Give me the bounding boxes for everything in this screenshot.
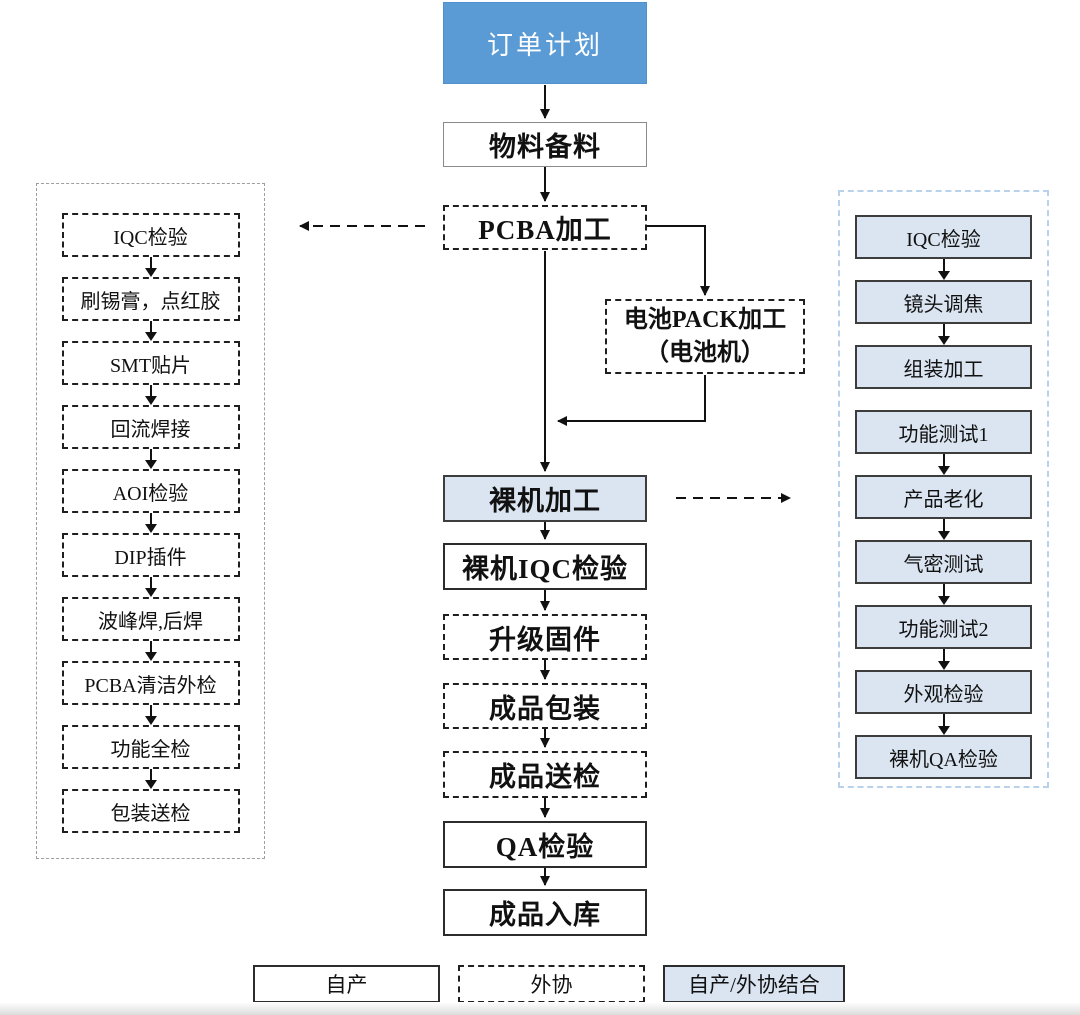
panel-left-step: SMT贴片 — [61, 341, 240, 385]
node-packaging: 成品包装 — [443, 683, 647, 729]
down-arrow-icon — [141, 513, 161, 533]
node-send-inspect: 成品送检 — [443, 751, 647, 798]
node-material-prep: 物料备料 — [443, 122, 647, 167]
panel-left-step: 包装送检 — [61, 789, 240, 833]
panel-left-step: IQC检验 — [61, 213, 240, 257]
panel-left-step: 功能全检 — [61, 725, 240, 769]
down-arrow-icon — [934, 584, 954, 605]
node-order-plan: 订单计划 — [443, 2, 647, 84]
left-outsourced-panel: IQC检验刷锡膏，点红胶 SMT贴片回流焊接 AOI检验 DIP插件波峰焊,后焊 PCB… — [36, 183, 265, 859]
step-spacer — [934, 389, 954, 410]
down-arrow-icon — [141, 449, 161, 469]
down-arrow-icon — [934, 259, 954, 280]
node-pcba-process: PCBA加工 — [443, 205, 647, 250]
panel-right-step: 组装加工 — [855, 345, 1032, 389]
arrow-pcba-to-batterypack — [646, 225, 710, 296]
legend-self-produced: 自产 — [253, 965, 440, 1003]
down-arrow-icon — [934, 519, 954, 540]
node-bare-iqc: 裸机IQC检验 — [443, 543, 647, 590]
panel-right-step: 功能测试2 — [855, 605, 1032, 649]
right-subprocess-panel: IQC检验镜头调焦组装加工功能测试1 产品老化气密测试功能测试2 外观检验裸机QA检… — [838, 190, 1049, 788]
node-warehouse: 成品入库 — [443, 889, 647, 936]
panel-left-step: DIP插件 — [61, 533, 240, 577]
panel-right-step: 功能测试1 — [855, 410, 1032, 454]
panel-right-step: 镜头调焦 — [855, 280, 1032, 324]
down-arrow-icon — [141, 321, 161, 341]
panel-right-step: 气密测试 — [855, 540, 1032, 584]
down-arrow-icon — [141, 577, 161, 597]
down-arrow-icon — [934, 324, 954, 345]
down-arrow-icon — [934, 714, 954, 735]
bottom-edge-strip — [0, 1002, 1080, 1015]
battery-pack-line1: 电池PACK加工 — [623, 307, 787, 334]
panel-right-step: 外观检验 — [855, 670, 1032, 714]
down-arrow-icon — [141, 641, 161, 661]
panel-left-step: 刷锡膏，点红胶 — [61, 277, 240, 321]
battery-pack-line2: （电池机） — [645, 339, 765, 366]
panel-left-step: 波峰焊,后焊 — [61, 597, 240, 641]
node-battery-pack: 电池PACK加工 （电池机） — [605, 299, 805, 374]
node-qa-inspect: QA检验 — [443, 821, 647, 868]
down-arrow-icon — [141, 705, 161, 725]
arrow-batterypack-return — [557, 375, 706, 426]
down-arrow-icon — [141, 257, 161, 277]
down-arrow-icon — [141, 769, 161, 789]
node-bare-machine: 裸机加工 — [443, 475, 647, 522]
legend-outsourced: 外协 — [458, 965, 645, 1003]
panel-left-step: 回流焊接 — [61, 405, 240, 449]
panel-right-step: 裸机QA检验 — [855, 735, 1032, 779]
panel-right-step: 产品老化 — [855, 475, 1032, 519]
down-arrow-icon — [934, 649, 954, 670]
panel-left-step: PCBA清洁外检 — [61, 661, 240, 705]
panel-left-step: AOI检验 — [61, 469, 240, 513]
legend-combined: 自产/外协结合 — [663, 965, 845, 1003]
node-firmware: 升级固件 — [443, 614, 647, 660]
down-arrow-icon — [141, 385, 161, 405]
down-arrow-icon — [934, 454, 954, 475]
panel-right-step: IQC检验 — [855, 215, 1032, 259]
